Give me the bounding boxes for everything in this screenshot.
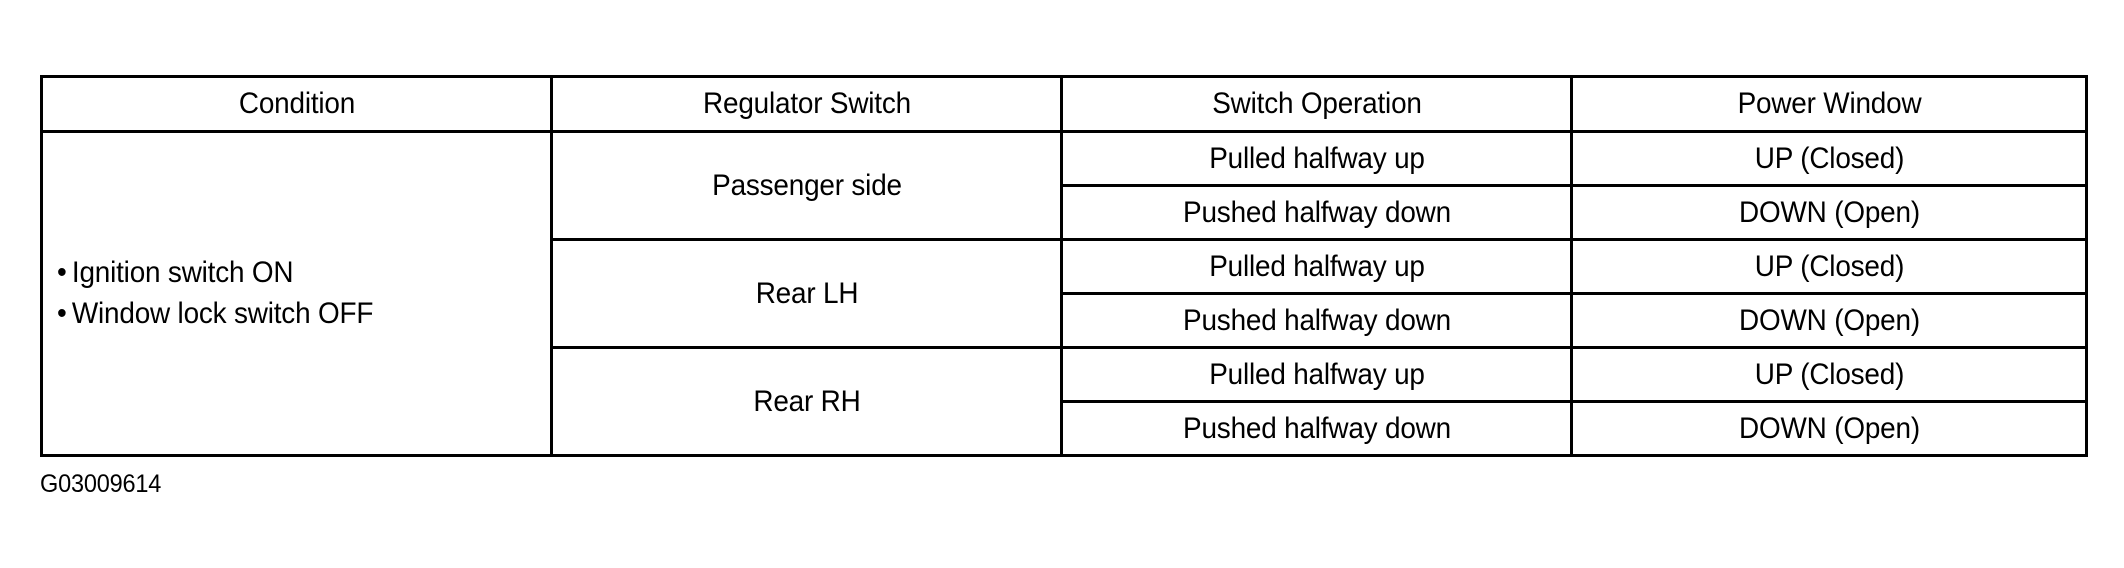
table-row: Pushed halfway down DOWN (Open): [42, 184, 2087, 241]
table-row: Rear RH Pulled halfway up UP (Closed): [42, 346, 2087, 457]
bullet-icon: •: [57, 296, 67, 330]
table-row: Pushed halfway down DOWN (Open): [42, 292, 2087, 349]
bullet-icon: •: [57, 255, 67, 289]
regulator-switch-cell: Passenger side: [567, 130, 1046, 241]
switch-operation-cell: Pushed halfway down: [1077, 184, 1556, 241]
power-window-cell: DOWN (Open): [1588, 400, 2070, 457]
regulator-switch-cell: Rear RH: [567, 346, 1046, 457]
power-window-cell: UP (Closed): [1588, 238, 2070, 295]
condition-item-label: Window lock switch OFF: [71, 296, 374, 330]
column-header-regulator-switch: Regulator Switch: [567, 75, 1046, 133]
table-row: Pushed halfway down DOWN (Open): [42, 400, 2087, 457]
switch-operation-cell: Pulled halfway up: [1077, 346, 1556, 403]
power-window-cell: UP (Closed): [1588, 130, 2070, 187]
switch-operation-cell: Pulled halfway up: [1077, 238, 1556, 295]
figure-caption: G03009614: [40, 470, 162, 498]
list-item: •Window lock switch OFF: [57, 294, 502, 335]
power-window-cell: UP (Closed): [1588, 346, 2070, 403]
table-header-row: Condition Regulator Switch Switch Operat…: [42, 75, 2087, 133]
regulator-switch-cell: Rear LH: [567, 238, 1046, 349]
list-item: •Ignition switch ON: [57, 253, 502, 294]
power-window-cell: DOWN (Open): [1588, 184, 2070, 241]
switch-operation-cell: Pushed halfway down: [1077, 400, 1556, 457]
table-row: •Ignition switch ON •Window lock switch …: [40, 130, 2087, 457]
condition-item-label: Ignition switch ON: [71, 255, 294, 289]
column-header-condition: Condition: [57, 75, 536, 133]
switch-operation-cell: Pushed halfway down: [1077, 292, 1556, 349]
power-window-operation-table: Condition Regulator Switch Switch Operat…: [40, 75, 2088, 457]
condition-cell: •Ignition switch ON •Window lock switch …: [40, 130, 553, 457]
table-row: Rear LH Pulled halfway up UP (Closed): [42, 238, 2087, 349]
switch-operation-cell: Pulled halfway up: [1077, 130, 1556, 187]
table-header: Condition Regulator Switch Switch Operat…: [42, 75, 2087, 133]
column-header-power-window: Power Window: [1588, 75, 2070, 133]
table-body: •Ignition switch ON •Window lock switch …: [40, 130, 2087, 457]
column-header-switch-operation: Switch Operation: [1077, 75, 1556, 133]
power-window-cell: DOWN (Open): [1588, 292, 2070, 349]
condition-list: •Ignition switch ON •Window lock switch …: [57, 253, 536, 335]
